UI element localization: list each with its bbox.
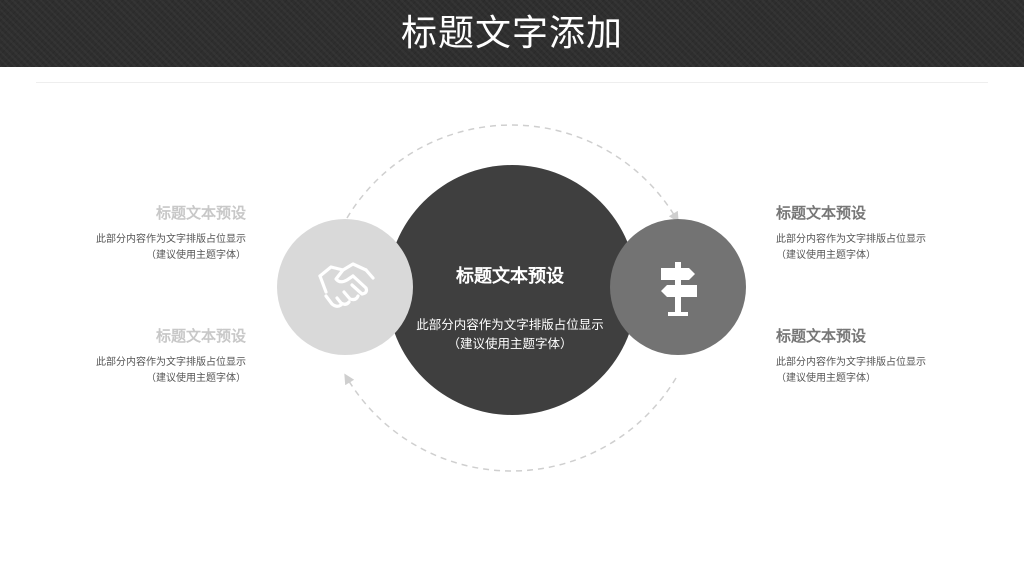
left-item-2-description: 此部分内容作为文字排版占位显示 （建议使用主题字体）: [76, 355, 246, 387]
handshake-icon: [318, 262, 375, 308]
right-item-1-description: 此部分内容作为文字排版占位显示 （建议使用主题字体）: [776, 232, 951, 264]
left-item-1-line2: （建议使用主题字体）: [146, 250, 246, 261]
right-item-2-line2: （建议使用主题字体）: [776, 373, 876, 384]
dashed-arc-top: [346, 124, 679, 223]
divider: [36, 82, 988, 83]
left-circle: [277, 219, 413, 355]
right-item-2-description: 此部分内容作为文字排版占位显示 （建议使用主题字体）: [776, 355, 951, 387]
left-item-1-title: 标题文本预设: [155, 204, 246, 222]
center-description: 此部分内容作为文字排版占位显示 （建议使用主题字体）: [416, 317, 604, 351]
center-title: 标题文本预设: [456, 266, 564, 287]
right-item-1-title: 标题文本预设: [776, 204, 867, 222]
page-title: 标题文字添加: [400, 13, 623, 54]
right-item-1-line1: 此部分内容作为文字排版占位显示: [776, 234, 926, 245]
signpost-icon: [661, 262, 697, 316]
left-item-1-line1: 此部分内容作为文字排版占位显示: [96, 234, 246, 245]
header-bar: [0, 0, 1024, 67]
right-item-2-title: 标题文本预设: [776, 327, 867, 345]
left-item-2-line1: 此部分内容作为文字排版占位显示: [96, 357, 246, 368]
center-circle: [387, 165, 637, 415]
left-item-2-title: 标题文本预设: [155, 327, 246, 345]
left-item-1-description: 此部分内容作为文字排版占位显示 （建议使用主题字体）: [76, 232, 246, 264]
right-item-2-line1: 此部分内容作为文字排版占位显示: [776, 357, 926, 368]
dashed-arc-bottom: [344, 373, 677, 472]
left-item-2-line2: （建议使用主题字体）: [146, 373, 246, 384]
right-item-1-line2: （建议使用主题字体）: [776, 250, 876, 261]
